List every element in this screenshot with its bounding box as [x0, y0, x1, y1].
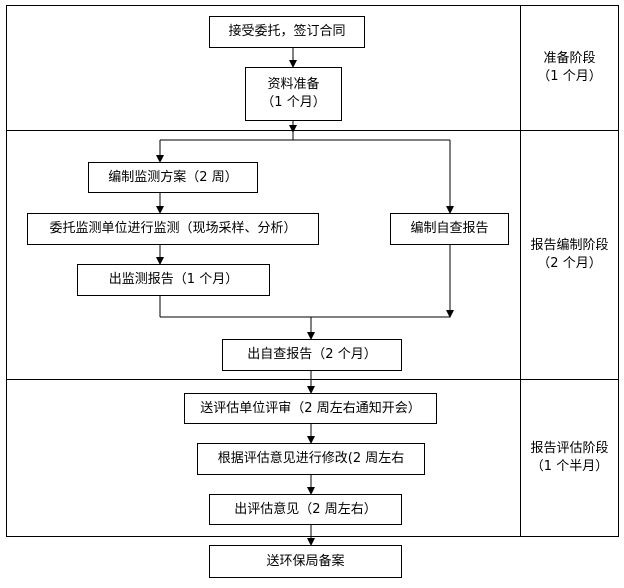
step-contract-label: 接受委托，签订合同 — [228, 24, 346, 39]
step-plan-label: 编制监测方案（2 周） — [108, 169, 238, 185]
stage-eval-label-frame — [520, 379, 619, 537]
stage-prep-duration: （1 个月） — [537, 69, 602, 84]
step-revise: 根据评估意见进行修改(2 周左右 — [197, 443, 425, 475]
stage-eval-label: 报告评估阶段 （1 个半月） — [521, 380, 618, 536]
step-monitor-report-label: 出监测报告（1 个月） — [108, 272, 239, 287]
step-self-report: 出自查报告（2 个月） — [222, 339, 402, 371]
stage-report-duration: （2 个月） — [537, 256, 602, 271]
step-prep-title: 资料准备 — [267, 77, 320, 92]
step-self-report-label: 出自查报告（2 个月） — [247, 347, 377, 362]
step-prep: 资料准备 （1 个月） — [245, 67, 342, 121]
stage-prep-name: 准备阶段 — [543, 51, 596, 66]
step-opinion-label: 出评估意见（2 周左右） — [234, 501, 377, 517]
step-filing-label: 送环保局备案 — [266, 553, 345, 569]
step-prep-duration: （1 个月） — [261, 95, 326, 110]
step-plan: 编制监测方案（2 周） — [88, 162, 258, 193]
stage-eval-name: 报告评估阶段 — [530, 441, 609, 456]
step-review-label: 送评估单位评审（2 周左右通知开会） — [200, 400, 421, 416]
step-opinion: 出评估意见（2 周左右） — [209, 494, 402, 525]
step-filing: 送环保局备案 — [209, 545, 402, 578]
stage-report-label: 报告编制阶段 （2 个月） — [521, 131, 618, 379]
step-self-check: 编制自查报告 — [390, 213, 509, 245]
step-review: 送评估单位评审（2 周左右通知开会） — [184, 393, 437, 424]
step-contract: 接受委托，签订合同 — [209, 16, 365, 48]
step-self-check-label: 编制自查报告 — [410, 221, 489, 236]
step-monitor-report: 出监测报告（1 个月） — [77, 264, 270, 296]
stage-prep-label: 准备阶段 （1 个月） — [521, 6, 618, 130]
step-revise-label: 根据评估意见进行修改(2 周左右 — [217, 451, 405, 466]
step-entrust: 委托监测单位进行监测（现场采样、分析） — [27, 213, 319, 245]
stage-report-name: 报告编制阶段 — [530, 238, 609, 253]
step-entrust-label: 委托监测单位进行监测（现场采样、分析） — [49, 221, 297, 236]
stage-eval-duration: （1 个半月） — [530, 459, 609, 474]
